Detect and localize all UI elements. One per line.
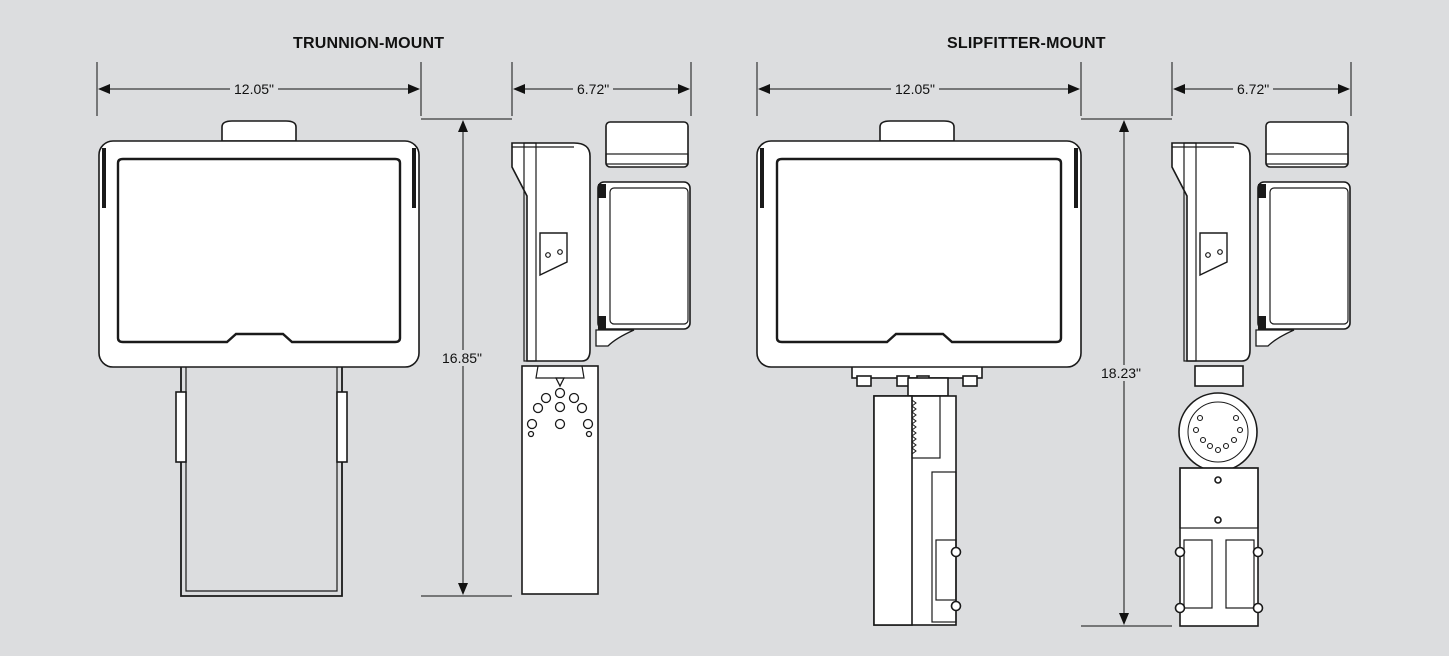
trunnion-depth-label: 6.72" (573, 81, 614, 97)
trunnion-front-view (98, 120, 420, 597)
slipfitter-width-label: 12.05" (891, 81, 940, 97)
trunnion-title: TRUNNION-MOUNT (293, 35, 445, 52)
slipfitter-title: SLIPFITTER-MOUNT (947, 35, 1106, 52)
slipfitter-front-view (756, 120, 1082, 626)
trunnion-side-view (511, 121, 691, 595)
slipfitter-side-view (1171, 121, 1351, 627)
slipfitter-depth-label: 6.72" (1233, 81, 1274, 97)
trunnion-width-label: 12.05" (230, 81, 279, 97)
slipfitter-height-label: 18.23" (1097, 365, 1146, 381)
trunnion-height-label: 16.85" (438, 350, 487, 366)
